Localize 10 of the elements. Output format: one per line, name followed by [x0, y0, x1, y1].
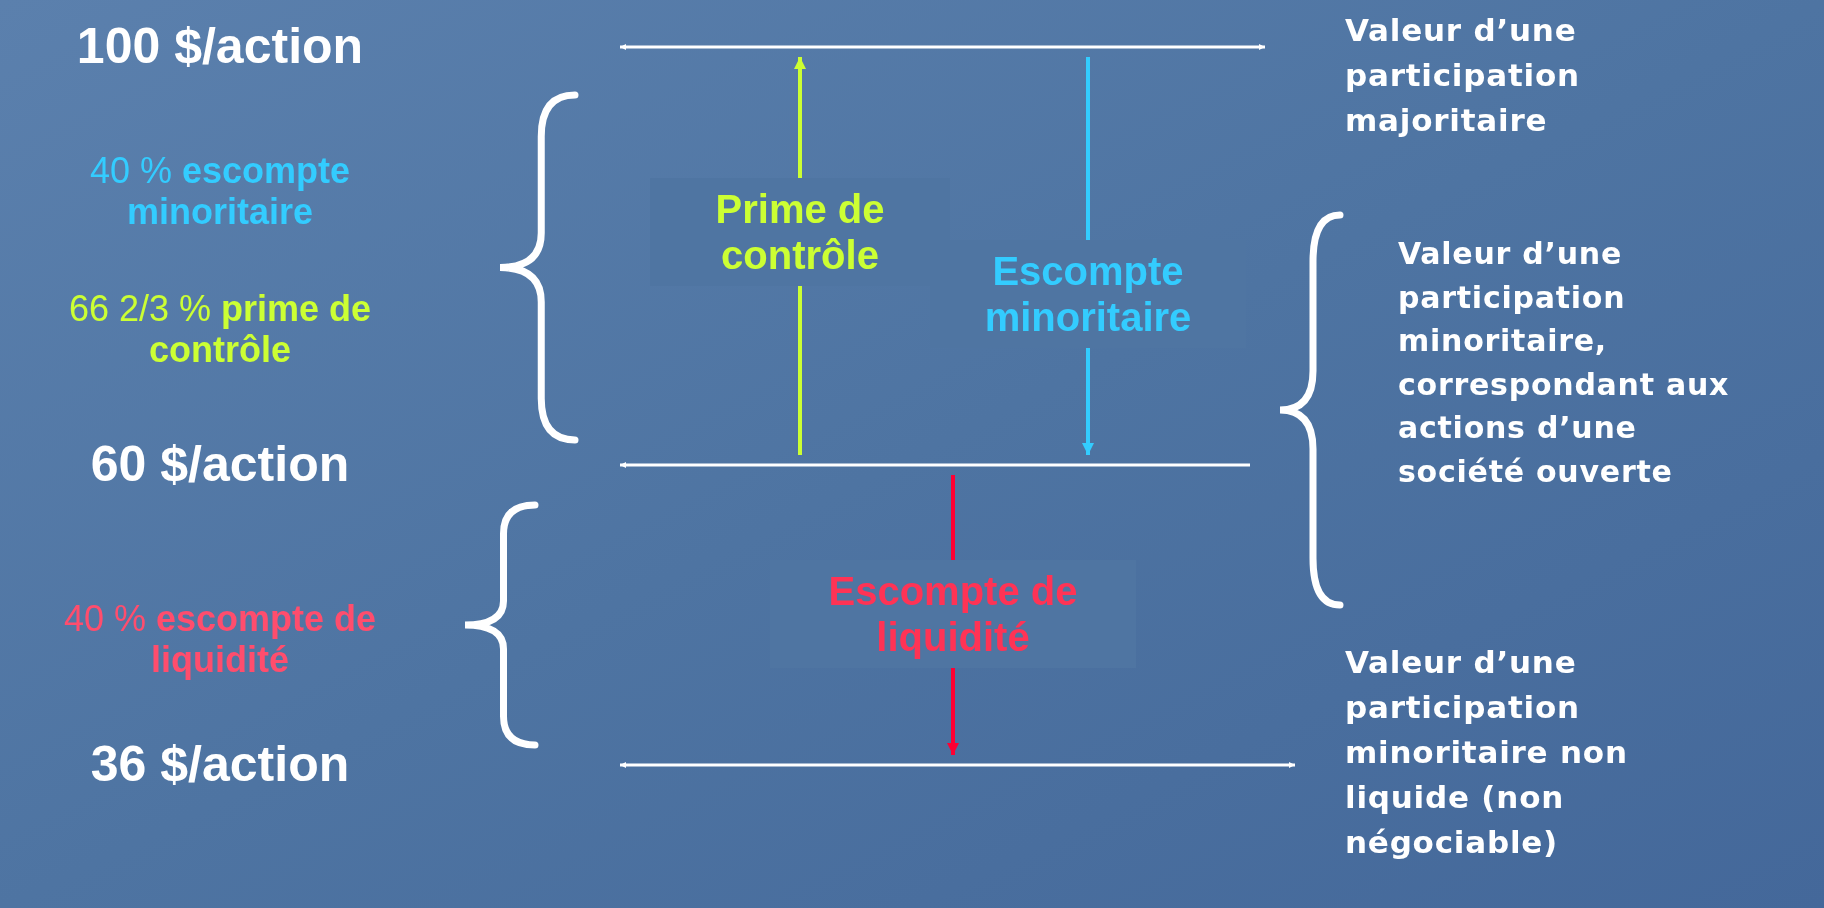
value-description: Valeur d’une participation minoritaire, correspondant aux actions d’une société ouverte: [1398, 235, 1731, 491]
percentage-note: 66 2/3 % prime de contrôle: [67, 288, 373, 371]
value-description: Valeur d’une participation majoritaire: [1345, 11, 1581, 140]
percentage-note: 40 % escompte minoritaire: [88, 150, 352, 233]
share-value: 60 $/action: [89, 436, 351, 494]
share-value: 100 $/action: [75, 18, 365, 76]
edge-label: Prime de contrôle: [650, 178, 950, 286]
percentage-note: 40 % escompte de liquidité: [62, 598, 378, 681]
value-description: Valeur d’une participation minoritaire non liquide (non négociable): [1345, 643, 1629, 862]
percentage-note: 36 $/action: [89, 736, 351, 794]
